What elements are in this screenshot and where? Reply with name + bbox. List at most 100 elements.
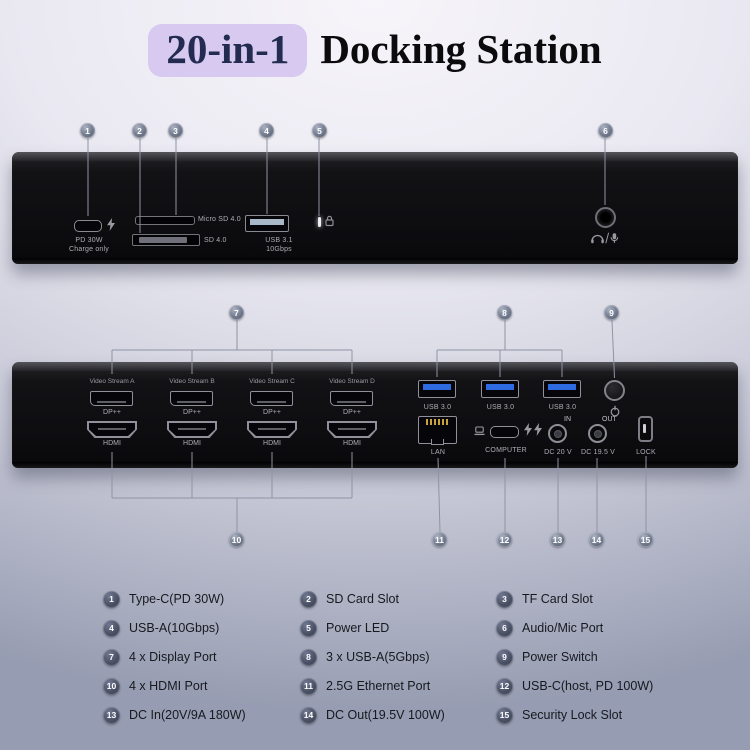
legend-label: TF Card Slot: [522, 592, 593, 606]
video-stream-label: Video Stream C: [249, 378, 295, 385]
usbc-label-line1: PD 30W: [75, 237, 103, 244]
dc-in-jack: [548, 424, 567, 443]
bolt-icon: [534, 423, 542, 436]
video-stream-label: Video Stream B: [169, 378, 215, 385]
video-stream-group-b: Video Stream B DP++ HDMI: [152, 378, 232, 452]
dc-out-jack: [588, 424, 607, 443]
hdmi-port: [87, 421, 137, 438]
callout-1: 1: [80, 123, 95, 138]
bolt-icon: [107, 218, 115, 231]
legend-number-badge: 9: [496, 648, 513, 666]
legend-label: 4 x HDMI Port: [129, 679, 208, 693]
dc-in-label: DC 20 V: [544, 449, 572, 456]
usb3-port-1: [418, 380, 456, 398]
dp-label: DP++: [103, 409, 121, 416]
legend-label: Audio/Mic Port: [522, 621, 604, 635]
callout-11: 11: [432, 532, 447, 547]
callout-4: 4: [259, 123, 274, 138]
legend-item: 6 Audio/Mic Port: [496, 619, 680, 637]
usb3-label-2: USB 3.0: [486, 404, 515, 411]
legend-number-badge: 14: [300, 706, 317, 724]
dp-label: DP++: [263, 409, 281, 416]
usb3-port-2: [481, 380, 519, 398]
legend-item: 15 Security Lock Slot: [496, 706, 680, 724]
title-badge: 20-in-1: [148, 24, 308, 77]
legend-label: USB-A(10Gbps): [129, 621, 220, 635]
power-led: [318, 217, 321, 227]
bolt-icon: [524, 423, 532, 436]
usbc-pd-port: [74, 220, 102, 232]
usbc-label-line2: Charge only: [69, 246, 109, 254]
legend-label: Security Lock Slot: [522, 708, 623, 722]
callout-2: 2: [132, 123, 147, 138]
video-stream-label: Video Stream D: [329, 378, 375, 385]
displayport-port: [250, 391, 293, 406]
dock-front-view: PD 30W Charge only Micro SD 4.0 SD 4.0 U…: [12, 152, 738, 264]
usba-label-line1: USB 3.1: [265, 237, 293, 244]
callout-8: 8: [497, 305, 512, 320]
legend-item: 2 SD Card Slot: [300, 590, 496, 608]
callout-10: 10: [229, 532, 244, 547]
usbc-port-label: PD 30W Charge only: [44, 236, 134, 254]
callout-3: 3: [168, 123, 183, 138]
audio-jack-port: [595, 207, 616, 228]
callout-9: 9: [604, 305, 619, 320]
dc-out-dir: OUT: [602, 416, 617, 423]
hdmi-port: [167, 421, 217, 438]
callout-13: 13: [550, 532, 565, 547]
legend-number-badge: 11: [300, 677, 317, 695]
page-title: 20-in-1 Docking Station: [0, 24, 750, 77]
legend-number-badge: 6: [496, 619, 513, 637]
dock-back-view: Video Stream A DP++ HDMI Video Stream B …: [12, 362, 738, 468]
security-lock-slot: [638, 416, 653, 442]
hdmi-label: HDMI: [343, 440, 361, 447]
ethernet-port: [418, 416, 457, 445]
legend-label: SD Card Slot: [326, 592, 399, 606]
dc-out-label: DC 19.5 V: [580, 449, 616, 456]
legend-item: 14 DC Out(19.5V 100W): [300, 706, 496, 724]
sd-card-slot: [132, 234, 200, 246]
legend-number-badge: 5: [300, 619, 317, 637]
dc-in-dir: IN: [564, 416, 571, 423]
legend-number-badge: 7: [103, 648, 120, 666]
callout-14: 14: [589, 532, 604, 547]
displayport-port: [330, 391, 373, 406]
callout-15: 15: [638, 532, 653, 547]
usb3-label-3: USB 3.0: [548, 404, 577, 411]
legend-number-badge: 15: [496, 706, 513, 724]
usba-port-label: USB 3.1 10Gbps: [246, 236, 312, 254]
usbc-host-port: [490, 426, 519, 438]
legend-item: 11 2.5G Ethernet Port: [300, 677, 496, 695]
hdmi-label: HDMI: [263, 440, 281, 447]
usba-label-line2: 10Gbps: [266, 246, 292, 254]
power-icon: [610, 405, 620, 417]
title-text: Docking Station: [320, 26, 602, 72]
hdmi-label: HDMI: [183, 440, 201, 447]
video-stream-label: Video Stream A: [89, 378, 135, 385]
video-stream-group-d: Video Stream D DP++ HDMI: [312, 378, 392, 452]
hdmi-port: [327, 421, 377, 438]
callout-12: 12: [497, 532, 512, 547]
lan-label: LAN: [430, 449, 446, 456]
legend-number-badge: 12: [496, 677, 513, 695]
legend-number-badge: 2: [300, 590, 317, 608]
lock-icon: [325, 215, 334, 227]
hdmi-label: HDMI: [103, 440, 121, 447]
legend-label: DC In(20V/9A 180W): [129, 708, 246, 722]
legend-label: Type-C(PD 30W): [129, 592, 225, 606]
legend-label: DC Out(19.5V 100W): [326, 708, 445, 722]
micro-sd-label: Micro SD 4.0: [198, 216, 241, 223]
video-stream-group-c: Video Stream C DP++ HDMI: [232, 378, 312, 452]
legend-label: 2.5G Ethernet Port: [326, 679, 431, 693]
micro-sd-slot: [135, 216, 195, 225]
